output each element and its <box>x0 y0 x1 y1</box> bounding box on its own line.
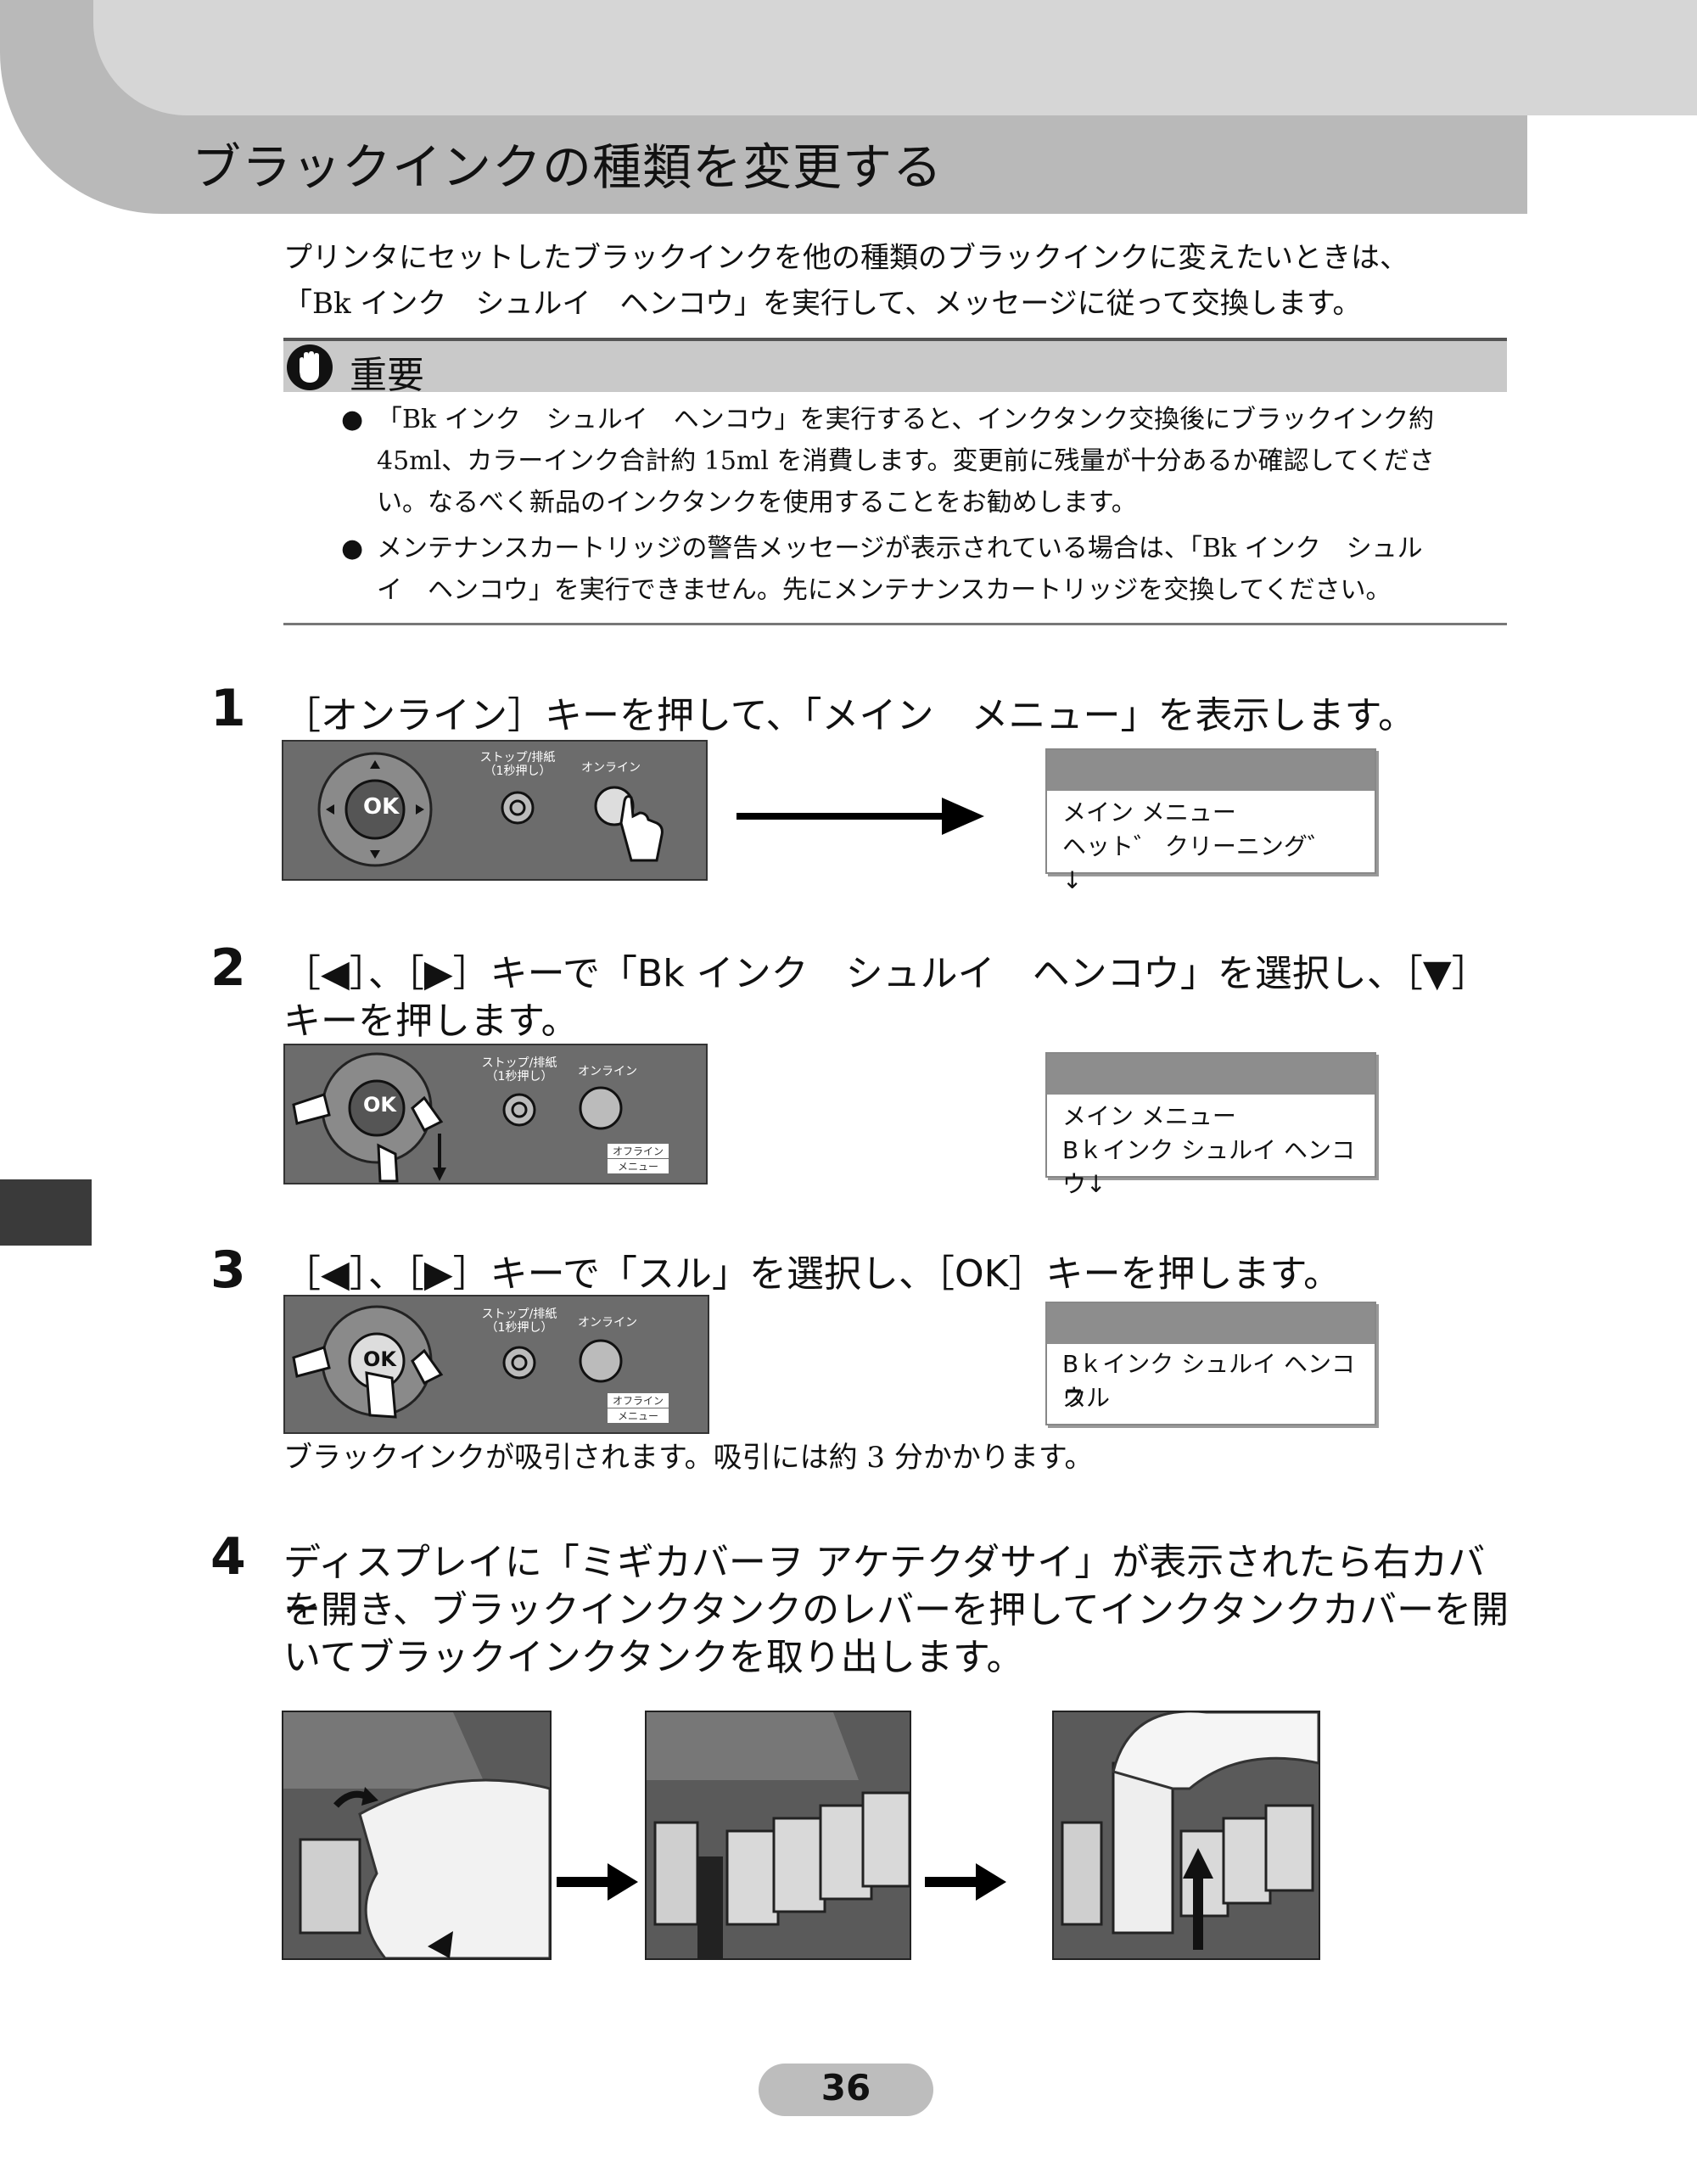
important-item-2: ● メンテナンスカートリッジの警告メッセージが表示されている場合は、「Bk イン… <box>341 528 1512 613</box>
page-title: ブラックインクの種類を変更する <box>192 138 944 196</box>
step-2-heading-line-1: ［◀］、［▶］キーで「Bk インク シュルイ ヘンコウ」を選択し、［▼］ <box>283 952 1489 995</box>
step-4-heading-line-2: を開き、ブラックインクタンクのレバーを押してインクタンクカバーを開 <box>283 1588 1509 1632</box>
lcd-display-step-2: メイン メニュー Bｋインク シュルイ ヘンコウ↓ <box>1045 1052 1376 1198</box>
step-number-1: 1 <box>210 679 246 738</box>
lcd-display-step-3: Bｋインク シュルイ ヘンコウ スル <box>1045 1302 1376 1425</box>
control-panel-step-3: OK ストップ/排紙 （1秒押し） オンライン オフライン メニュー <box>283 1295 709 1434</box>
lcd-line-1: Bｋインク シュルイ ヘンコウ <box>1062 1350 1356 1412</box>
online-key-label: オンライン <box>581 761 641 775</box>
menu-label: メニュー <box>608 1159 669 1173</box>
ok-key-label: OK <box>363 794 400 820</box>
control-panel-step-2: OK ストップ/排紙 （1秒押し） オンライン オフライン メニュー <box>283 1044 708 1184</box>
step-4-heading-line-1: ディスプレイに「ミギカバーヲ アケテクダサイ」が表示されたら右カバー <box>283 1541 1486 1632</box>
dpad-icon <box>317 752 664 867</box>
photo-open-cover <box>282 1711 552 1960</box>
page-number: 36 <box>820 2067 871 2108</box>
control-panel-step-1: OK ストップ/排紙 （1秒押し） オンライン <box>282 740 708 881</box>
lcd-display-step-1: メイン メニュー ヘット゛ クリーニング゛ ↓ <box>1045 748 1379 894</box>
step-2-heading-line-2: キーを押します。 <box>283 1000 579 1043</box>
photo-remove-tank <box>1052 1711 1320 1960</box>
online-key-label: オンライン <box>578 1065 637 1078</box>
stop-key-label: ストップ/排紙 <box>481 1056 557 1070</box>
lcd-line-2: ヘット゛ クリーニング゛ ↓ <box>1062 832 1379 894</box>
menu-label: メニュー <box>608 1408 669 1423</box>
ink-tank-illustration-icon <box>283 1712 550 1958</box>
ink-tank-illustration-icon <box>1054 1712 1319 1958</box>
flow-arrow <box>736 813 949 820</box>
important-rule-bottom <box>283 623 1507 625</box>
offline-label: オフライン <box>608 1144 669 1158</box>
ok-key-label: OK <box>363 1347 396 1371</box>
important-item-1-line-2: 45ml、カラーインク合計約 15ml を消費します。変更前に残量が十分あるか確… <box>377 446 1435 476</box>
important-header <box>283 341 1507 392</box>
lcd-line-1: メイン メニュー <box>1062 1102 1236 1130</box>
header-band <box>93 0 1697 115</box>
step-4-heading-line-3: いてブラックインクタンクを取り出します。 <box>283 1636 1024 1679</box>
important-item-1-line-3: い。なるべく新品のインクタンクを使用することをお勧めします。 <box>377 488 1137 518</box>
dpad-icon <box>292 1052 623 1183</box>
step-number-2: 2 <box>210 938 246 998</box>
step-number-3: 3 <box>210 1240 246 1300</box>
important-item-2-line-2: イ ヘンコウ」を実行できません。先にメンテナンスカートリッジを交換してください。 <box>377 575 1392 605</box>
important-item-2-line-1: メンテナンスカートリッジの警告メッセージが表示されている場合は、「Bk インク … <box>377 534 1423 563</box>
lcd-line-2: スル <box>1062 1384 1111 1412</box>
lcd-line-2: Bｋインク シュルイ ヘンコウ↓ <box>1062 1136 1356 1198</box>
stop-key-label: ストップ/排紙 <box>481 1308 557 1321</box>
step-number-4: 4 <box>210 1527 246 1587</box>
online-key-label: オンライン <box>578 1316 637 1330</box>
bullet-icon: ● <box>341 405 364 434</box>
dpad-icon <box>292 1305 623 1419</box>
stop-key-sublabel: （1秒押し） <box>485 1321 553 1335</box>
ok-key-label: OK <box>363 1093 396 1117</box>
step-3-heading: ［◀］、［▶］キーで「スル」を選択し、［OK］キーを押します。 <box>283 1252 1341 1296</box>
page-number-pill <box>759 2064 933 2116</box>
stop-key-sublabel: （1秒押し） <box>484 764 552 778</box>
stop-key-label: ストップ/排紙 <box>479 751 556 764</box>
offline-label: オフライン <box>608 1393 669 1408</box>
photo-tank-cover-open <box>645 1711 911 1960</box>
important-rule-top <box>283 338 1507 341</box>
intro-line-2: 「Bk インク シュルイ ヘンコウ」を実行して、メッセージに従って交換します。 <box>283 287 1362 321</box>
stop-key-sublabel: （1秒押し） <box>485 1070 553 1084</box>
step-3-caption: ブラックインクが吸引されます。吸引には約 3 分かかります。 <box>283 1441 1094 1475</box>
arrow-right-icon <box>925 1863 1006 1901</box>
arrow-right-icon <box>557 1863 638 1901</box>
section-side-tab <box>0 1179 92 1246</box>
important-label: 重要 <box>350 354 424 397</box>
step-1-heading: ［オンライン］キーを押して、「メイン メニュー」を表示します。 <box>283 694 1416 737</box>
flow-arrow-head-icon <box>942 798 984 835</box>
ink-tank-illustration-icon <box>647 1712 910 1958</box>
intro-line-1: プリンタにセットしたブラックインクを他の種類のブラックインクに変えたいときは、 <box>283 241 1409 275</box>
important-item-1: ● 「Bk インク シュルイ ヘンコウ」を実行すると、インクタンク交換後にブラッ… <box>341 399 1512 526</box>
important-hand-icon <box>287 344 333 390</box>
important-item-1-line-1: 「Bk インク シュルイ ヘンコウ」を実行すると、インクタンク交換後にブラックイ… <box>377 405 1435 434</box>
lcd-line-1: メイン メニュー <box>1062 798 1236 826</box>
bullet-icon: ● <box>341 534 364 563</box>
